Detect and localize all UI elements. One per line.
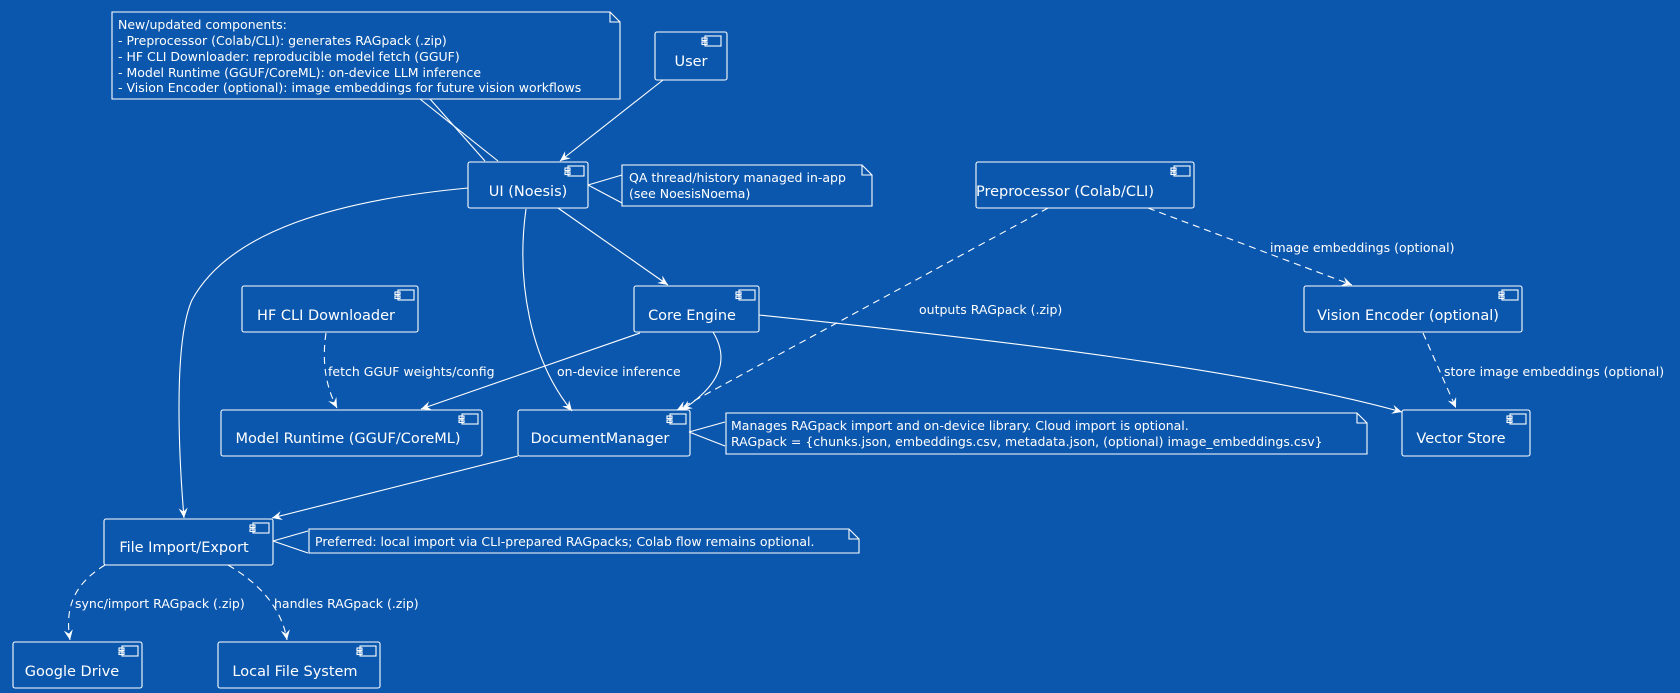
note-connector-1 (419, 98, 499, 162)
note-components-line-3: - HF CLI Downloader: reproducible model … (118, 49, 460, 64)
edge-label-outputs-ragpack: outputs RAGpack (.zip) (919, 302, 1062, 317)
component-ui[interactable]: UI (Noesis) (467, 161, 589, 209)
note-docmanager: Manages RAGpack import and on-device lib… (725, 412, 1368, 455)
component-file-import-export[interactable]: File Import/Export (103, 518, 274, 566)
note-import-line-1: Preferred: local import via CLI-prepared… (315, 534, 814, 549)
component-vision-encoder-label: Vision Encoder (optional) (1317, 308, 1499, 324)
note-components-line-5: - Vision Encoder (optional): image embed… (118, 80, 581, 95)
note-import: Preferred: local import via CLI-prepared… (308, 528, 860, 554)
note-ui: QA thread/history managed in-app (see No… (621, 164, 873, 207)
component-hf-cli[interactable]: HF CLI Downloader (241, 285, 419, 333)
component-google-drive[interactable]: Google Drive (12, 641, 143, 689)
edge-label-fetch-gguf: fetch GGUF weights/config (328, 364, 495, 379)
edge-fileimport-note-connector (272, 530, 309, 554)
note-components-line-1: New/updated components: (118, 17, 287, 32)
component-core-engine-label: Core Engine (648, 308, 736, 324)
note-connector-2 (429, 98, 486, 162)
edge-vision-to-vectorstore (1422, 332, 1457, 409)
component-document-manager-label: DocumentManager (531, 431, 670, 447)
edge-user-to-ui (559, 79, 664, 162)
note-components: New/updated components: - Preprocessor (… (111, 11, 621, 100)
edge-ui-to-docmanager (522, 208, 573, 412)
component-core-engine[interactable]: Core Engine (633, 285, 760, 333)
component-preprocessor-label: Preprocessor (Colab/CLI) (976, 184, 1154, 200)
edge-preprocessor-to-vision (1147, 207, 1353, 286)
note-docmanager-line-2: RAGpack = {chunks.json, embeddings.csv, … (731, 434, 1323, 449)
component-file-import-export-label: File Import/Export (119, 540, 249, 556)
component-user-label: User (674, 54, 707, 70)
component-ui-label: UI (Noesis) (489, 184, 568, 200)
component-google-drive-label: Google Drive (25, 664, 119, 680)
edge-label-sync-import: sync/import RAGpack (.zip) (75, 596, 245, 611)
edge-label-on-device-inference: on-device inference (557, 364, 681, 379)
edges (63, 79, 1457, 641)
edge-preprocessor-to-docmanager (676, 207, 1049, 411)
edge-core-to-vectorstore (758, 314, 1403, 414)
edge-ui-note-connector (587, 174, 623, 204)
component-model-runtime[interactable]: Model Runtime (GGUF/CoreML) (220, 409, 483, 457)
note-components-line-2: - Preprocessor (Colab/CLI): generates RA… (118, 33, 447, 48)
note-components-line-4: - Model Runtime (GGUF/CoreML): on-device… (118, 65, 481, 80)
edge-labels: image embeddings (optional) outputs RAGp… (75, 240, 1664, 611)
note-ui-line-1: QA thread/history managed in-app (629, 170, 846, 185)
component-local-fs-label: Local File System (232, 664, 357, 680)
edge-fileimport-to-localfs (227, 564, 290, 641)
edge-docmanager-note-connector (688, 421, 726, 447)
component-hf-cli-label: HF CLI Downloader (257, 308, 395, 324)
component-preprocessor[interactable]: Preprocessor (Colab/CLI) (975, 161, 1195, 209)
component-document-manager[interactable]: DocumentManager (517, 409, 691, 457)
edge-core-to-runtime (420, 332, 641, 411)
edge-hfcli-to-runtime (323, 332, 338, 409)
component-user[interactable]: User (654, 31, 728, 81)
component-model-runtime-label: Model Runtime (GGUF/CoreML) (235, 431, 460, 447)
edge-label-handles-ragpack: handles RAGpack (.zip) (274, 596, 419, 611)
component-vision-encoder[interactable]: Vision Encoder (optional) (1303, 285, 1523, 333)
edge-ui-to-core (557, 207, 669, 286)
edge-label-image-embeddings: image embeddings (optional) (1270, 240, 1455, 255)
note-docmanager-line-1: Manages RAGpack import and on-device lib… (731, 418, 1189, 433)
note-ui-line-2: (see NoesisNoema) (629, 186, 750, 201)
edge-label-store-image-embeddings: store image embeddings (optional) (1444, 364, 1664, 379)
edge-core-to-docmanager (681, 331, 722, 411)
component-vector-store-label: Vector Store (1416, 431, 1505, 447)
component-vector-store[interactable]: Vector Store (1401, 409, 1531, 457)
edge-docmanager-to-fileimport (271, 455, 519, 520)
component-local-fs[interactable]: Local File System (217, 641, 381, 689)
edge-ui-to-fileimport (178, 187, 469, 519)
